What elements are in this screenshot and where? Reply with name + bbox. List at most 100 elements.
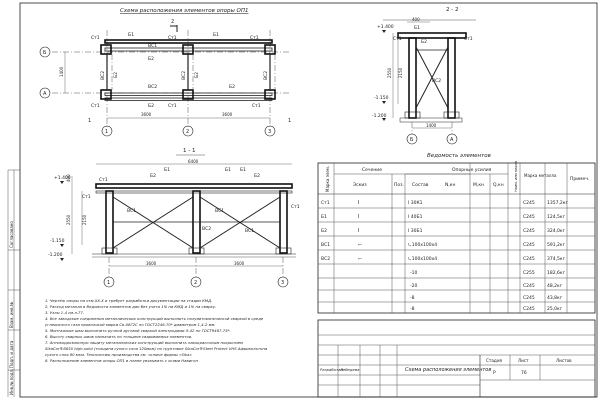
table-row: Ст1 I I 30К1 С245 1357,2кг (321, 200, 568, 206)
table-row: ВС1 ⌐ ∟100х100х4 С245 591,2кг (321, 242, 566, 248)
section-2-2-dim: 400 (412, 17, 420, 22)
table-cell-steel: С245 (523, 283, 535, 289)
section-1-1-dim: 3600 (234, 261, 245, 266)
plan-mark: ВС2 (181, 71, 187, 80)
table-cell-comp: -20 (410, 283, 417, 289)
plan-mark: Ст1 (252, 103, 261, 109)
plan-mark: Б2 (113, 72, 119, 78)
table-cell-steel: С245 (523, 228, 535, 234)
table-row: -8 С245 25,0кг (410, 306, 563, 312)
plan-mark: Б2 (229, 84, 235, 90)
axis-label-2: 2 (186, 129, 189, 135)
table-cell-comp: I 30К1 (408, 200, 423, 206)
section-1-1-title: 1 - 1 (183, 148, 195, 154)
section-1-1-mark: Ст1 (99, 177, 108, 183)
section-1-1-dim: 6400 (188, 159, 199, 164)
table-header-q: Q,кн (493, 182, 504, 188)
table-header-note: Примеч. (570, 176, 589, 182)
section-2-2-mark: Б1 (414, 25, 420, 31)
plan-mark: Б1 (128, 32, 134, 38)
plan-dim: 3600 (141, 112, 152, 117)
table-cell-steel: С245 (523, 306, 535, 312)
stamp-title: Схема расположения элементов (405, 367, 491, 373)
table-header-n: N,кн (445, 182, 456, 188)
axis-label-3: 3 (281, 280, 284, 286)
table-header-mark: Марка элем. (325, 166, 330, 192)
notes: 1. Чертёж опоры на отм.ХХ.Х и требует ра… (44, 298, 268, 363)
axis-label-b: Б (43, 50, 47, 56)
table-cell-comp: -10 (410, 270, 417, 276)
section-1-1-mark: ВС1 (215, 208, 224, 214)
table-header-pos: Поз. (394, 182, 404, 188)
level-label: -1.200 (48, 252, 63, 258)
table-cell-mass: 324,0кг (547, 228, 566, 234)
side-label-sign: Подп. и дата (9, 340, 14, 368)
stamp-role: Разработал (320, 367, 344, 372)
plan-mark: ВС1 (148, 43, 157, 49)
section-1-1-dim: 2550 (66, 214, 71, 225)
level-label: -1.150 (50, 238, 65, 244)
table-header-m: M,кн (473, 182, 484, 188)
note-line: 8. Расположение элементов опоры ОП1 в пл… (45, 358, 199, 363)
table-cell-mark: Б2 (321, 228, 327, 234)
table-cell-mass: 25,0кг (547, 306, 563, 312)
section-1-1-mark: Б1 (240, 167, 246, 173)
stamp-sheets-header: Листов (556, 358, 572, 363)
plan-view: Схема расположения элементов опоры ОП1 С… (39, 8, 291, 137)
level-label: +1.400 (54, 175, 71, 181)
note-line: 6. Высоту сварных швов назначить по толщ… (45, 334, 192, 339)
stamp-stage-header: Стадия (486, 358, 503, 363)
axis-label-a: А (450, 137, 454, 143)
section-1-1-mark: ВС2 (202, 226, 211, 232)
axis-label-1: 1 (105, 129, 108, 135)
table-title: Ведомость элементов (427, 153, 491, 159)
table-header-forces: Опорные усилия (452, 167, 492, 173)
table-cell-mark: Б1 (321, 214, 327, 220)
table-cell-sketch: I (358, 200, 359, 206)
table-cell-comp: -8 (410, 295, 415, 301)
plan-mark: Б2 (148, 56, 154, 62)
table-cell-steel: С245 (523, 214, 535, 220)
sheet-frame (19, 2, 598, 398)
axis-label-3: 3 (268, 129, 271, 135)
table-cell-mark: ВС2 (321, 256, 330, 262)
side-label-agreed: Согласовано (9, 221, 14, 248)
table-row: Б2 I I 30Б1 С245 324,0кг (321, 228, 566, 234)
section-1-1-mark: Б1 (225, 167, 231, 173)
table-cell-mass: 1357,2кг (547, 200, 568, 206)
section-2-2-mark: Б2 (421, 39, 427, 45)
elements-table: Ведомость элементов Марка элем. Сечение … (317, 153, 596, 314)
section-2-2-mark: ВС2 (432, 78, 441, 84)
section-1-1-mark: Б1 (164, 167, 170, 173)
plan-mark: Б2 (194, 72, 200, 78)
table-cell-sketch: I (358, 214, 359, 220)
level-label: -1.200 (372, 113, 387, 119)
table-cell-mass: 43,8кг (547, 295, 563, 301)
table-cell-steel: С245 (523, 256, 535, 262)
table-cell-comp: ∟100х100х4 (408, 242, 437, 248)
table-row: Б1 I I 40Б1 С245 124,5кг (321, 214, 566, 220)
table-header-sketch: Эскиз (353, 182, 367, 188)
plan-mark: ВС2 (100, 71, 106, 80)
table-cell-sketch: ⌐ (358, 242, 362, 248)
table-cell-steel: С245 (523, 200, 535, 206)
table-cell-steel: С255 (523, 270, 535, 276)
section-1-1-mark: Ст1 (291, 204, 300, 210)
axis-label-1: 1 (107, 280, 110, 286)
table-cell-comp: -8 (410, 306, 415, 312)
stamp-sheet: 76 (521, 370, 527, 376)
plan-title: Схема расположения элементов опоры ОП1 (120, 8, 249, 14)
table-cell-mass: 182,6кг (547, 270, 566, 276)
plan-mark: Ст1 (91, 103, 100, 109)
section-marker-1: 1 (288, 118, 291, 124)
stamp-sheet-header: Лист (518, 358, 529, 363)
plan-mark: ВС2 (148, 84, 157, 90)
section-1-1-mark: Ст1 (82, 194, 91, 200)
section-2-2-dim: 2150 (398, 67, 403, 78)
table-header-steel: Марка металла (524, 173, 557, 178)
level-label: -1.150 (374, 95, 389, 101)
table-cell-sketch: ⌐ (358, 256, 362, 262)
table-cell-mark: ВС1 (321, 242, 330, 248)
level-label: +1.400 (377, 24, 394, 30)
